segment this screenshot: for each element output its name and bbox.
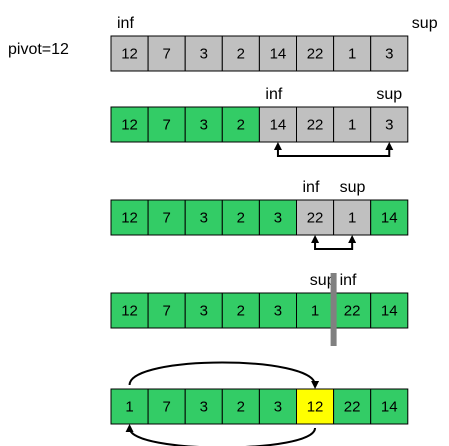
cell-value: 1 (311, 303, 319, 320)
array-cell (147, 388, 186, 425)
cell-value: 7 (162, 46, 170, 63)
cell-value: 22 (307, 46, 324, 63)
array-cell (184, 35, 223, 72)
pivot-label: pivot=12 (8, 41, 69, 58)
swap-arrow (273, 142, 394, 157)
cell-value: 3 (274, 303, 282, 320)
inf-pointer-label: inf (303, 179, 320, 196)
array-cell (333, 35, 372, 72)
cell-value: 3 (200, 210, 208, 227)
cell-value: 7 (162, 117, 170, 134)
cell-value: 22 (307, 210, 324, 227)
swap-arrow-bottom (125, 424, 317, 446)
cell-value: 3 (274, 399, 282, 416)
cell-value: 3 (274, 210, 282, 227)
cell-value: 2 (237, 117, 245, 134)
cell-value: 14 (270, 117, 287, 134)
array-cell (110, 292, 149, 329)
cell-value: 3 (200, 117, 208, 134)
array-cell (370, 199, 409, 236)
array-cell (258, 388, 297, 425)
array-cell (110, 35, 149, 72)
array-cell (147, 35, 186, 72)
cell-value: 7 (162, 303, 170, 320)
array-cell (370, 35, 409, 72)
cell-value: 14 (381, 210, 398, 227)
inf-pointer-label: inf (117, 15, 134, 32)
cell-value: 12 (121, 46, 138, 63)
array-cell (258, 292, 297, 329)
array-cell (333, 292, 372, 329)
inf-pointer-label: inf (265, 86, 282, 103)
cell-value: 1 (348, 210, 356, 227)
array-cell (370, 292, 409, 329)
cell-value: 22 (344, 399, 361, 416)
cell-value: 12 (121, 210, 138, 227)
cell-value: 14 (270, 46, 287, 63)
array-cell (110, 106, 149, 143)
inf-pointer-label: inf (340, 272, 357, 289)
cell-value: 3 (200, 303, 208, 320)
cell-value: 1 (348, 46, 356, 63)
sup-pointer-label: sup (412, 15, 438, 32)
array-cell (370, 106, 409, 143)
array-cell (370, 388, 409, 425)
swap-arrow (311, 235, 357, 250)
cell-value: 2 (237, 46, 245, 63)
array-row: 12 7 3 2 3 22 1 14 inf sup (110, 179, 409, 250)
array-cell (147, 106, 186, 143)
sup-pointer-label: sup (310, 272, 336, 289)
array-cell (110, 388, 149, 425)
sup-pointer-label: sup (340, 179, 366, 196)
cell-value: 14 (381, 303, 398, 320)
array-cell (221, 388, 260, 425)
array-cell (296, 35, 335, 72)
cell-value: 14 (381, 399, 398, 416)
cell-value: 7 (162, 210, 170, 227)
array-cell (184, 292, 223, 329)
array-cell (296, 199, 335, 236)
array-cell (221, 199, 260, 236)
cell-value: 2 (237, 303, 245, 320)
swap-arrow-top (128, 361, 320, 389)
cell-value: 3 (385, 46, 393, 63)
cell-value: 22 (344, 303, 361, 320)
array-cell (184, 199, 223, 236)
array-row: 1 7 3 2 3 12 22 14 (110, 361, 409, 446)
array-cell (110, 199, 149, 236)
array-row: 12 7 3 2 14 22 1 3 inf sup (110, 15, 438, 72)
array-cell (296, 388, 335, 425)
cell-value: 2 (237, 399, 245, 416)
cell-value: 3 (385, 117, 393, 134)
array-cell (333, 199, 372, 236)
array-cell (147, 199, 186, 236)
cell-value: 12 (307, 399, 324, 416)
cell-value: 22 (307, 117, 324, 134)
cell-value: 7 (162, 399, 170, 416)
partition-divider (330, 273, 337, 346)
array-cell (296, 106, 335, 143)
cell-value: 2 (237, 210, 245, 227)
array-cell (221, 292, 260, 329)
array-cell (258, 35, 297, 72)
array-cell (333, 388, 372, 425)
array-cell (221, 106, 260, 143)
array-row: 12 7 3 2 14 22 1 3 inf sup (110, 86, 409, 157)
cell-value: 3 (200, 46, 208, 63)
sup-pointer-label: sup (376, 86, 402, 103)
cell-value: 3 (200, 399, 208, 416)
cell-value: 12 (121, 117, 138, 134)
array-cell (258, 199, 297, 236)
cell-value: 1 (348, 117, 356, 134)
cell-value: 12 (121, 303, 138, 320)
cell-value: 1 (125, 399, 133, 416)
